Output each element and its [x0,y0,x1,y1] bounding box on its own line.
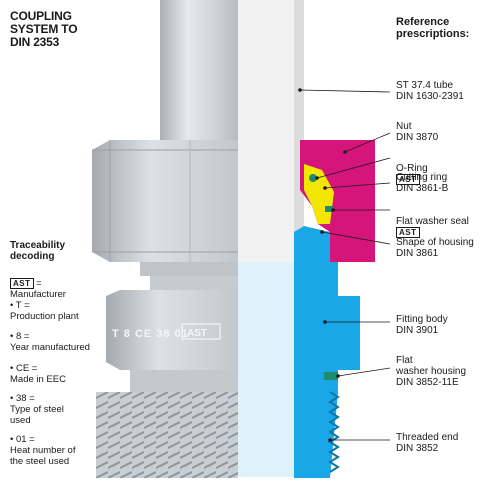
o-ring [309,174,317,182]
label-oring-row: O-Ring AST [396,152,428,185]
label-flat-washer-seal: Flat washer seal [396,216,469,227]
marking: T 8 CE 38 01 [112,328,189,340]
label-flat-washer-housing: Flat washer housing DIN 3852-11E [396,355,467,388]
body-brand-mark: AST [187,328,207,339]
reference-heading: Reference prescriptions: [396,16,470,40]
leader-cutting-ring [324,182,391,189]
fitting-body-section [294,226,360,478]
tube-section [238,0,300,262]
thread-section [328,391,340,473]
thread-exterior [96,392,238,478]
trace-brand-mark: AST [10,278,34,289]
trace-eight: • 8 = Year manufactured [10,331,90,353]
label-tube: ST 37.4 tube DIN 1630-2391 [396,80,464,102]
label-nut: Nut DIN 3870 [396,121,439,143]
leader-tube [299,89,391,93]
washer-brand-mark: AST [396,227,420,238]
label-cutting-ring: Cutting ring DIN 3861-B [396,172,449,194]
hex-nut [92,140,238,262]
trace-zero-one: • 01 = Heat number of the steel used [10,434,76,467]
label-flat-washer-seal-row: Flat washer seal AST [396,205,469,238]
traceability-heading: Traceability decoding [10,240,66,262]
tube-exterior [160,0,238,150]
label-threaded-end: Threaded end DIN 3852 [396,432,459,454]
bore [238,262,294,477]
trace-thirty-eight: • 38 = Type of steel used [10,393,64,426]
flat-washer-seal-mark [325,206,333,212]
oring-brand-mark: AST [396,174,420,185]
label-shape-of-housing: Shape of housing DIN 3861 [396,237,474,259]
body-cast-mark [181,323,221,340]
label-oring: O-Ring [396,163,428,174]
neck [140,262,238,276]
trace-ce: • CE = Made in EEC [10,363,66,385]
tube-wall [294,0,304,262]
flat-washer-housing-mark [324,372,338,380]
trace-manufacturer: Manufacturer [10,289,66,301]
leader-oring [316,157,391,179]
leader-housing [321,231,391,245]
trace-t: • T = Production plant [10,300,79,322]
trace-manufacturer-row: AST = Manufacturer [10,267,110,311]
leader-washer-housing [337,367,391,377]
label-fitting-body: Fitting body DIN 3901 [396,314,448,336]
diagram-title: COUPLING SYSTEM TO DIN 2353 [10,9,78,49]
leader-nut [344,132,391,153]
body-hex [106,290,238,370]
